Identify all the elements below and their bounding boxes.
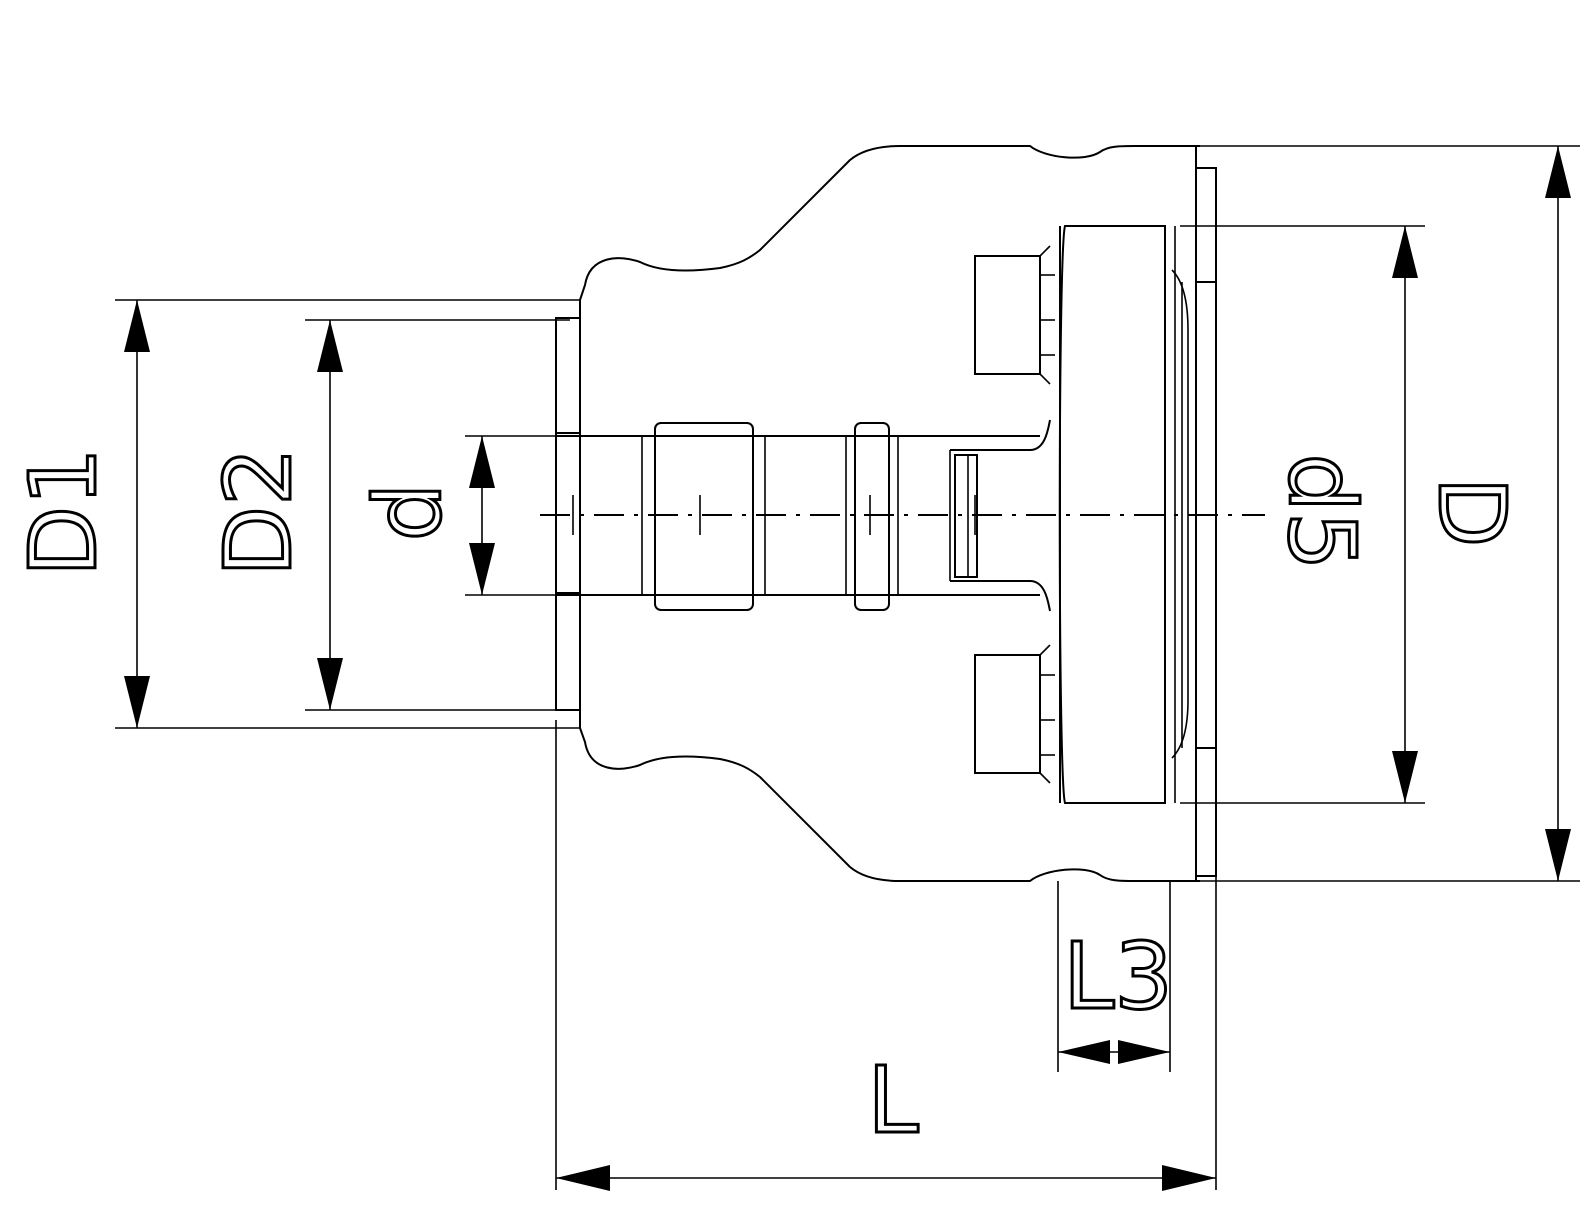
label-D2: D2 (205, 447, 312, 576)
dim-D (1545, 146, 1571, 881)
dim-L3 (1058, 1040, 1170, 1064)
label-L: L (867, 1047, 918, 1154)
dim-d (469, 436, 495, 595)
label-d: d (355, 483, 462, 541)
bolt-upper (974, 245, 1055, 385)
extension-lines (115, 145, 1580, 1190)
dim-D1 (124, 300, 150, 728)
dim-d5 (1392, 226, 1418, 803)
dim-L (556, 1165, 1216, 1191)
label-d5: d5 (1268, 454, 1375, 571)
label-L3: L3 (1063, 923, 1173, 1030)
dim-D2 (317, 320, 343, 710)
label-D1: D1 (10, 447, 117, 576)
bolt-lower (974, 644, 1055, 784)
label-D: D (1418, 477, 1525, 548)
